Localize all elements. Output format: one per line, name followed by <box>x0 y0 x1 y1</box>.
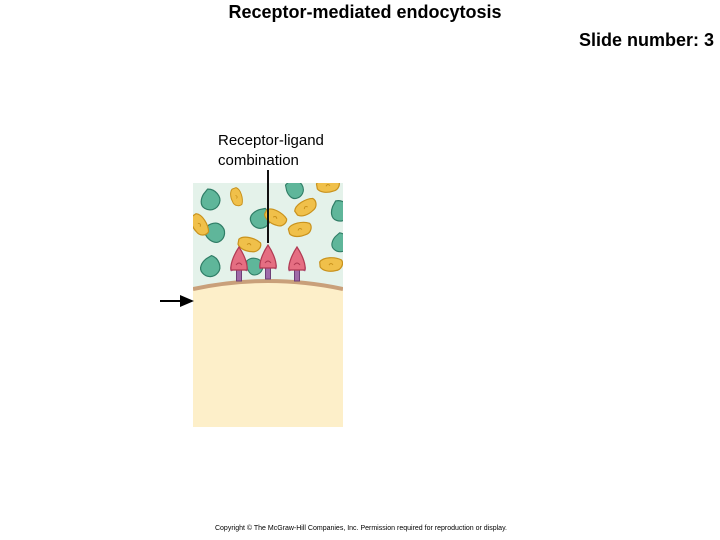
label-leader-line <box>267 170 269 243</box>
membrane-arrow-icon <box>160 295 194 307</box>
cytoplasm <box>193 281 343 427</box>
plasma-membrane <box>192 279 344 291</box>
label-line-1: Receptor-ligand <box>218 132 324 149</box>
slide-number: Slide number: 3 <box>578 30 714 50</box>
receptor-ligand-label: Receptor-ligand combination <box>218 131 368 171</box>
slide-title: Receptor-mediated endocytosis <box>228 2 502 22</box>
copyright-notice: Copyright © The McGraw-Hill Companies, I… <box>214 525 507 532</box>
label-line-2: combination <box>218 152 299 169</box>
